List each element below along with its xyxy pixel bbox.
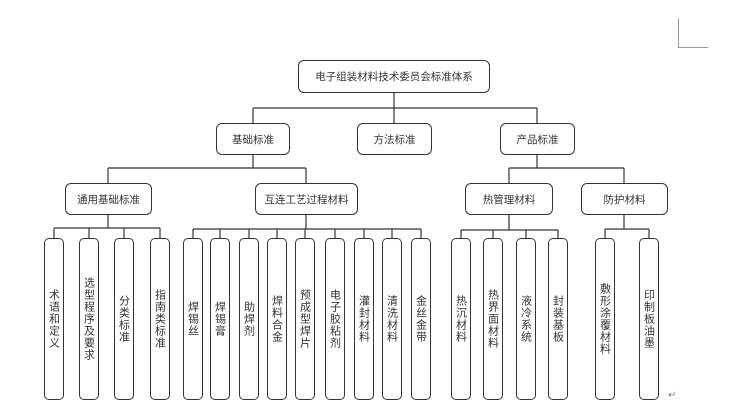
leaf-label: 术语和定义: [47, 289, 61, 349]
leaf-label: 热界面材料: [486, 289, 500, 349]
node-label: 方法标准: [373, 133, 416, 146]
leaf-node: 分类标准: [114, 238, 134, 400]
leaf-label: 焊料合金: [270, 295, 284, 343]
root-node-label: 电子组装材料技术委员会标准体系: [315, 71, 473, 83]
node-method-standards: 方法标准: [357, 123, 432, 155]
leaf-node: 焊料合金: [267, 238, 287, 400]
leaf-label: 敷形涂覆材料: [598, 283, 612, 355]
leaf-node: 电子胶粘剂: [325, 238, 345, 400]
leaf-node: 灌封材料: [354, 238, 374, 400]
leaf-node: 敷形涂覆材料: [595, 238, 615, 400]
leaf-label: 焊锡丝: [186, 301, 200, 337]
leaf-label: 指南类标准: [153, 289, 167, 349]
leaf-label: 预成型焊片: [298, 289, 312, 349]
node-label: 通用基础标准: [77, 193, 140, 206]
leaf-node: 指南类标准: [150, 238, 170, 400]
leaf-label: 清洗材料: [385, 295, 399, 343]
leaf-node: 焊锡丝: [183, 238, 203, 400]
node-label: 热管理材料: [482, 193, 536, 206]
leaf-label: 封装基板: [551, 295, 565, 343]
leaf-label: 印制板油墨: [642, 289, 656, 349]
leaf-node: 选型程序及要求: [79, 238, 99, 400]
leaf-label: 选型程序及要求: [82, 277, 96, 361]
leaf-node: 清洗材料: [382, 238, 402, 400]
leaf-label: 焊锡膏: [213, 301, 227, 337]
node-product-standards: 产品标准: [500, 123, 575, 155]
leaf-label: 电子胶粘剂: [328, 289, 342, 349]
node-label: 产品标准: [516, 133, 559, 146]
leaf-label: 金丝金带: [414, 295, 428, 343]
leaf-node: 印制板油墨: [639, 238, 659, 400]
leaf-node: 液冷系统: [516, 238, 536, 400]
node-basic-standards: 基础标准: [216, 123, 290, 155]
leaf-node: 热沉材料: [451, 238, 471, 400]
root-node: 电子组装材料技术委员会标准体系: [298, 60, 490, 93]
node-label: 基础标准: [232, 133, 274, 146]
leaf-label: 灌封材料: [357, 295, 371, 343]
node-protective-materials: 防护材料: [581, 183, 668, 215]
leaf-node: 封装基板: [548, 238, 568, 400]
leaf-node: 助焊剂: [239, 238, 259, 400]
node-label: 互连工艺过程材料: [264, 193, 349, 206]
leaf-node: 焊锡膏: [210, 238, 230, 400]
page-corner-mark: [678, 18, 708, 48]
node-general-basic-standards: 通用基础标准: [65, 183, 152, 215]
leaf-node: 热界面材料: [483, 238, 503, 400]
leaf-label: 分类标准: [117, 295, 131, 343]
leaf-node: 预成型焊片: [295, 238, 315, 400]
leaf-node: 金丝金带: [411, 238, 431, 400]
node-label: 防护材料: [603, 193, 646, 206]
node-thermal-management-materials: 热管理材料: [465, 183, 553, 215]
paragraph-mark-icon: ↵: [668, 390, 677, 401]
leaf-label: 热沉材料: [454, 295, 468, 343]
leaf-label: 液冷系统: [519, 295, 533, 343]
node-interconnect-process-materials: 互连工艺过程材料: [255, 183, 358, 215]
leaf-label: 助焊剂: [242, 301, 256, 337]
leaf-node: 术语和定义: [44, 238, 64, 400]
